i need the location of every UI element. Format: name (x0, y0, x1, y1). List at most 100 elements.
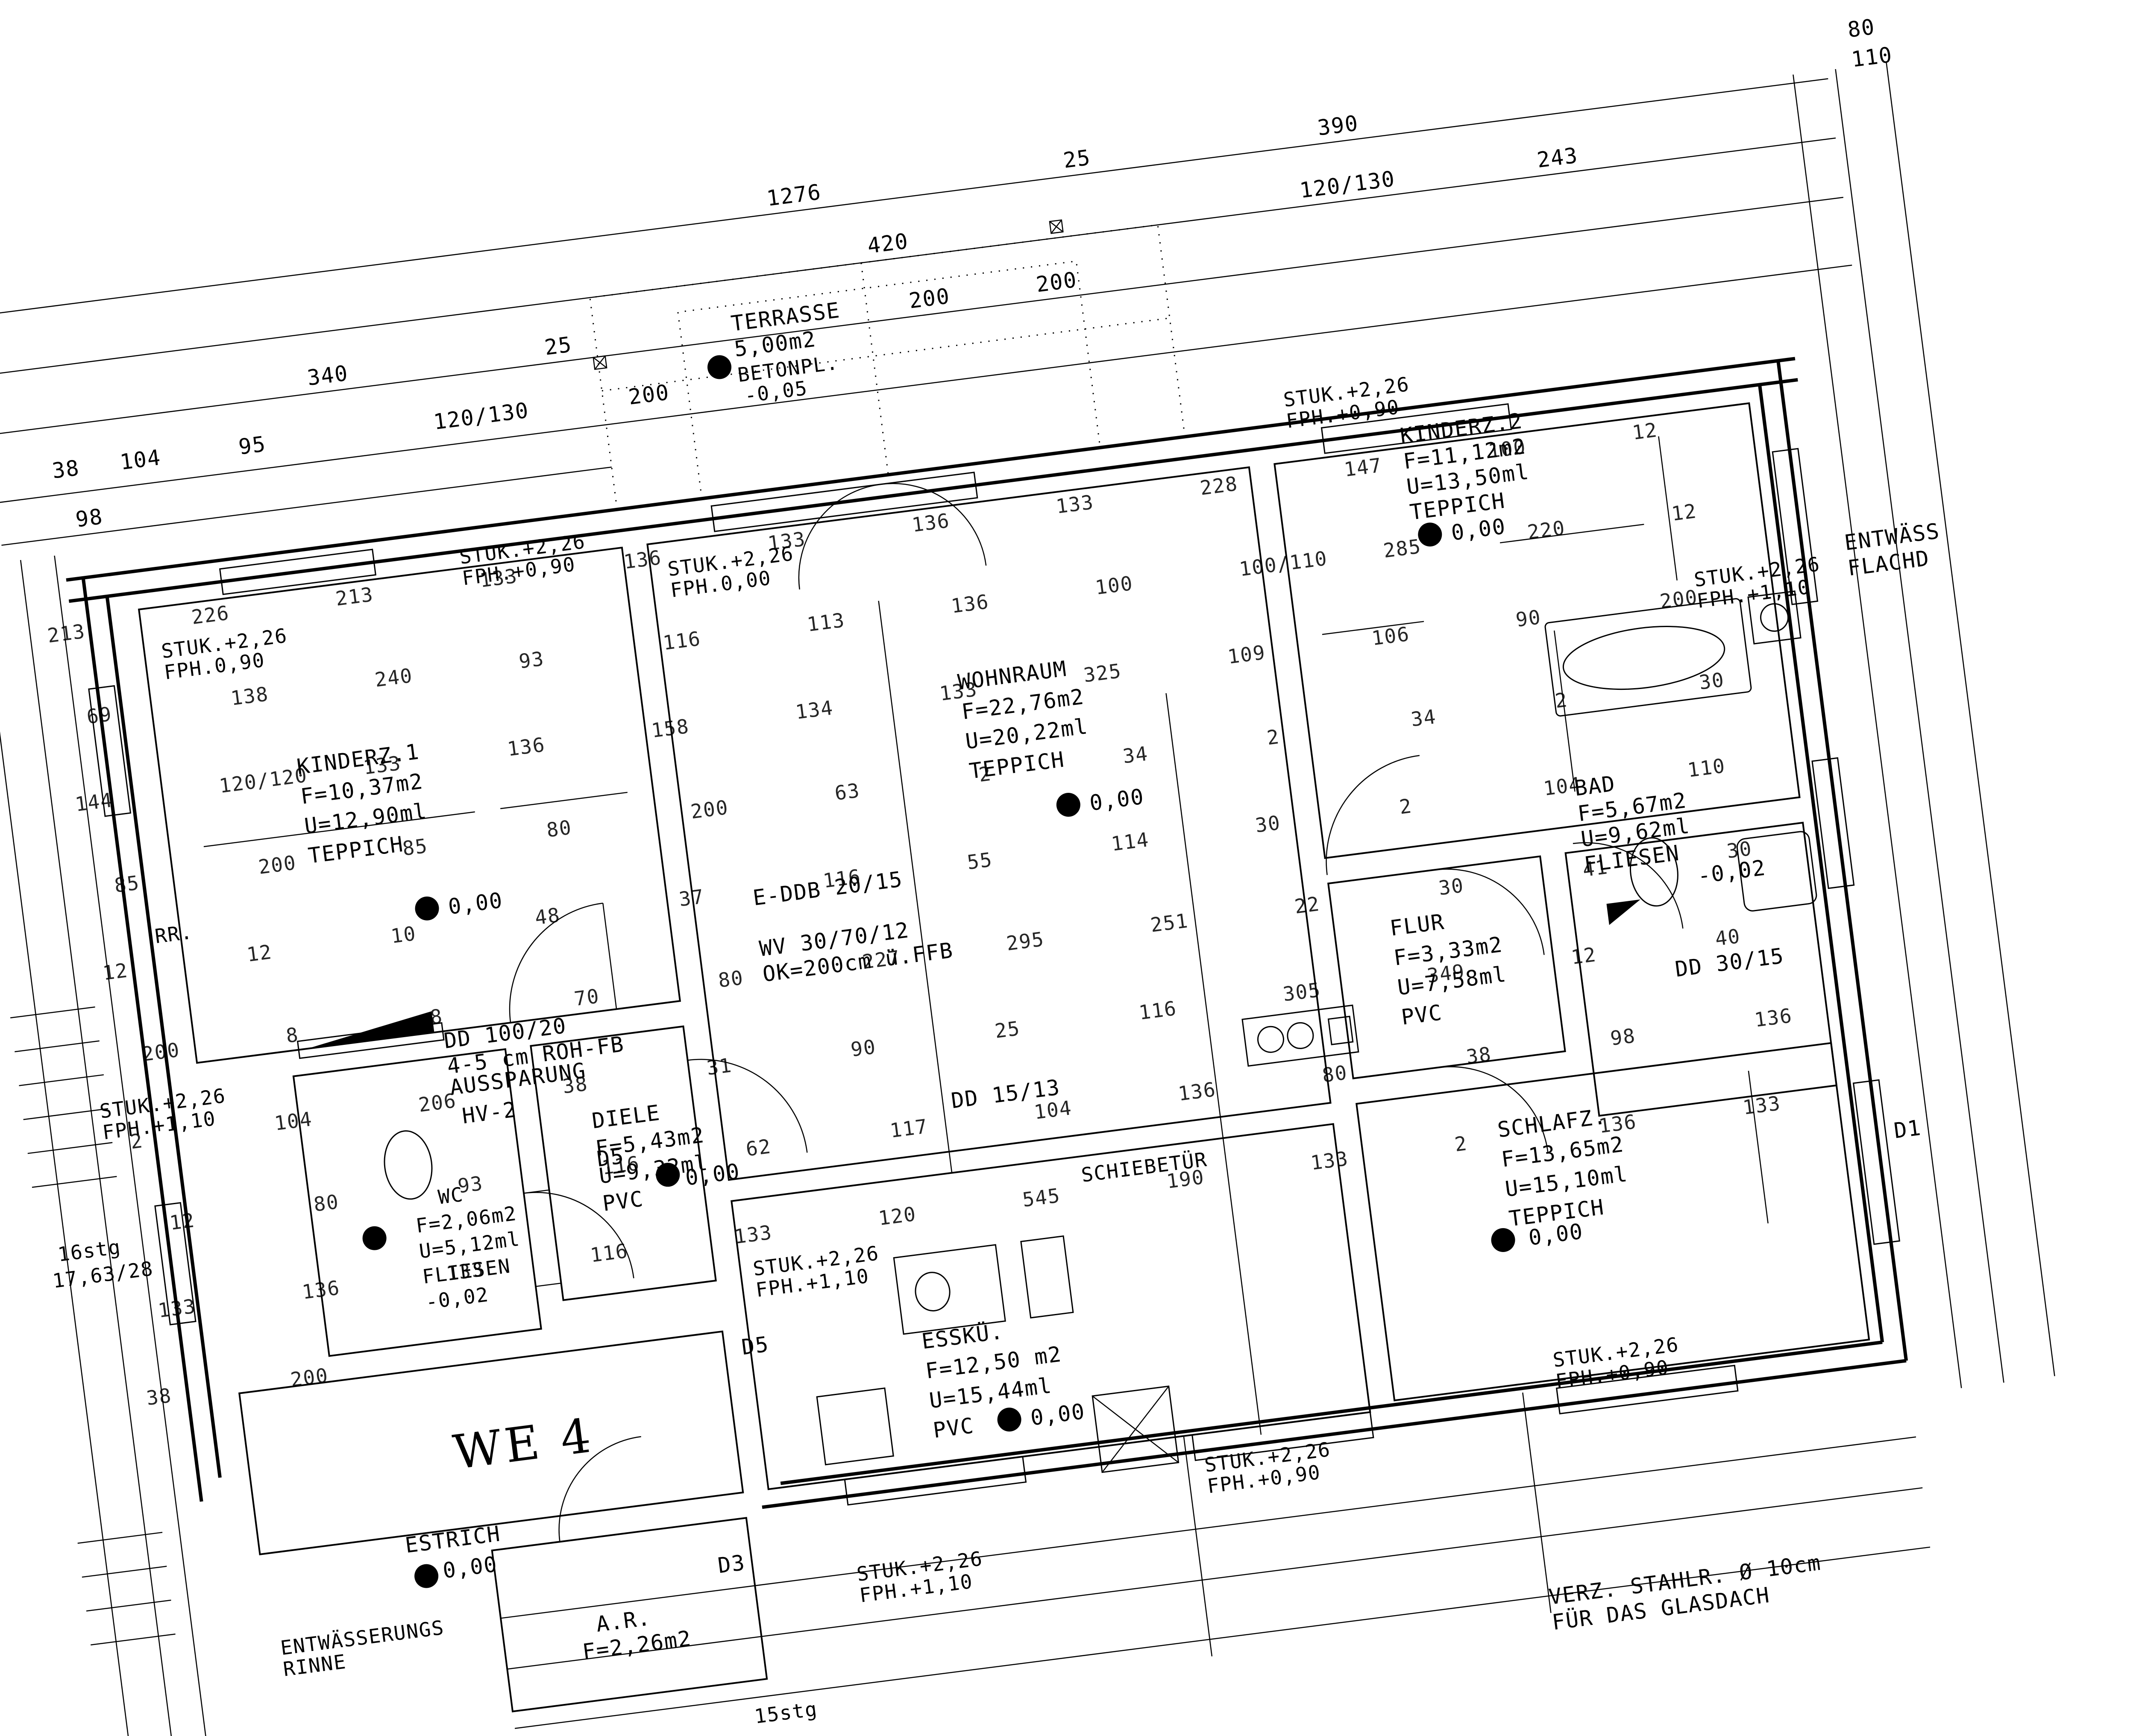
door-tag-d3: D3 (716, 1550, 747, 1578)
windows (88, 403, 1901, 1506)
dimension-label: 38 (145, 1384, 173, 1410)
dimension-label: 136 (301, 1276, 341, 1304)
dimension-label: 104 (273, 1107, 314, 1135)
dimension-label: 8 (285, 1023, 300, 1047)
door-tag-d5b: D5 (740, 1332, 770, 1360)
dimension-label: 133 (1309, 1147, 1350, 1175)
dimension-label: 200 (289, 1364, 330, 1391)
dimension-label: 1276 (765, 179, 823, 211)
dimension-label: 100 (1487, 435, 1527, 463)
dimension-label: 2 (129, 1129, 144, 1153)
dimension-label: 80 (717, 966, 745, 992)
room-floor-essku: PVC (932, 1413, 976, 1443)
dimension-label: 30 (1698, 668, 1726, 694)
dimension-label: 38 (1465, 1042, 1493, 1068)
dimension-label: 31 (705, 1053, 734, 1079)
dimension-label: 109 (1226, 641, 1267, 669)
dimension-label: 2 (1554, 688, 1569, 713)
dimension-label: 133 (478, 564, 519, 592)
dimension-lines (0, 62, 2055, 1736)
dimension-label: 133 (157, 1294, 197, 1322)
dimension-label: 48 (534, 903, 562, 929)
dimension-label: 55 (966, 848, 994, 874)
dimension-label: 85 (401, 834, 429, 860)
dimension-label: 116 (822, 865, 862, 892)
dimension-label: 80 (1321, 1061, 1349, 1087)
dimension-label: 38 (51, 455, 81, 484)
dimension-label: 120/130 (432, 398, 530, 434)
dimension-label: 12 (1670, 499, 1698, 525)
dimension-label: 25 (543, 332, 573, 360)
dimension-label: 106 (1370, 622, 1411, 650)
door-tag-d5a: D5 (596, 1144, 626, 1172)
dimension-label: 138 (229, 682, 270, 710)
dimension-label: 34 (1410, 705, 1438, 731)
dimension-label: 200 (141, 1038, 181, 1066)
dimension-label: 2 (977, 762, 993, 786)
dimension-label: 349 (1426, 959, 1466, 987)
dimension-label: 136 (622, 546, 663, 574)
dimension-label: 95 (237, 431, 267, 460)
dimension-label: 30 (1725, 837, 1754, 863)
dimension-label: 133 (362, 751, 402, 779)
dimension-label: 120/130 (1298, 166, 1397, 203)
dimension-label: 117 (889, 1114, 929, 1142)
dimension-label: 85 (113, 871, 141, 897)
dimension-label: 116 (589, 1239, 629, 1267)
dimension-label: 110 (1686, 754, 1727, 782)
dimension-label: 12 (1631, 418, 1659, 444)
dimension-label: 200 (257, 851, 298, 879)
dimension-label: 305 (1282, 978, 1322, 1006)
dimension-label: 12 (245, 940, 273, 966)
dimension-label: 206 (417, 1089, 458, 1117)
dimension-label: 25 (1062, 145, 1092, 173)
level-markers (362, 355, 1515, 1588)
note-rr: RR. (153, 920, 194, 948)
note-15stg: 15stg (753, 1697, 819, 1728)
dimension-label: 545 (1021, 1184, 1062, 1211)
dimension-label: 69 (85, 702, 114, 728)
dimension-label: 104 (1033, 1096, 1073, 1124)
dimension-label: 90 (1514, 605, 1543, 631)
door-swings (509, 483, 1684, 1542)
dimension-label: 2 (1265, 725, 1281, 749)
dimension-label: 136 (950, 590, 990, 618)
dimension-label: 133 (766, 527, 807, 555)
dimension-label: 22 (1293, 892, 1321, 918)
dimension-label: 62 (745, 1135, 773, 1161)
dimension-label: 120/120 (218, 763, 309, 798)
dimension-label: 200 (689, 795, 730, 823)
dimension-label: 158 (650, 715, 690, 742)
dimension-label: 2 (1398, 794, 1413, 818)
room-name-wc: WC (437, 1183, 465, 1209)
note-16stg: 16stg (56, 1235, 122, 1266)
unit-label: WE 4 (450, 1408, 597, 1480)
room-level-estrich: 0,00 (441, 1552, 499, 1584)
dimension-label: 200 (1035, 267, 1079, 297)
dimension-label: 25 (993, 1017, 1021, 1043)
dimension-label: 38 (561, 1072, 590, 1098)
room-level-wohnraum: 0,00 (1088, 784, 1146, 816)
dimension-label: 213 (334, 583, 375, 610)
dimension-label: 213 (46, 619, 87, 647)
note-dd30: DD 30/15 (1674, 943, 1786, 982)
dimension-label: 40 (1714, 924, 1742, 950)
dimension-label: 113 (806, 608, 846, 636)
dimension-label: 41 (1581, 855, 1610, 881)
dimension-label: 110 (1850, 42, 1894, 72)
dimension-label: 144 (74, 788, 114, 816)
dimension-label: 133 (445, 1258, 485, 1285)
dimension-label: 104 (1542, 772, 1583, 800)
dimension-label: 243 (1535, 143, 1579, 173)
dimension-label: 93 (456, 1172, 484, 1198)
dimension-label: 70 (573, 984, 601, 1010)
dimension-label: 220 (1526, 516, 1567, 544)
dimension-label: 147 (1343, 454, 1383, 481)
dimension-label: 90 (849, 1035, 877, 1061)
room-floor-flur: PVC (1400, 1000, 1444, 1030)
room-floor-diele: PVC (601, 1186, 645, 1216)
room-name-bad: BAD (1573, 771, 1617, 801)
dimension-label: 134 (794, 696, 835, 724)
dimension-label: 136 (1597, 1110, 1638, 1138)
dimension-label: 2 (1453, 1132, 1469, 1156)
